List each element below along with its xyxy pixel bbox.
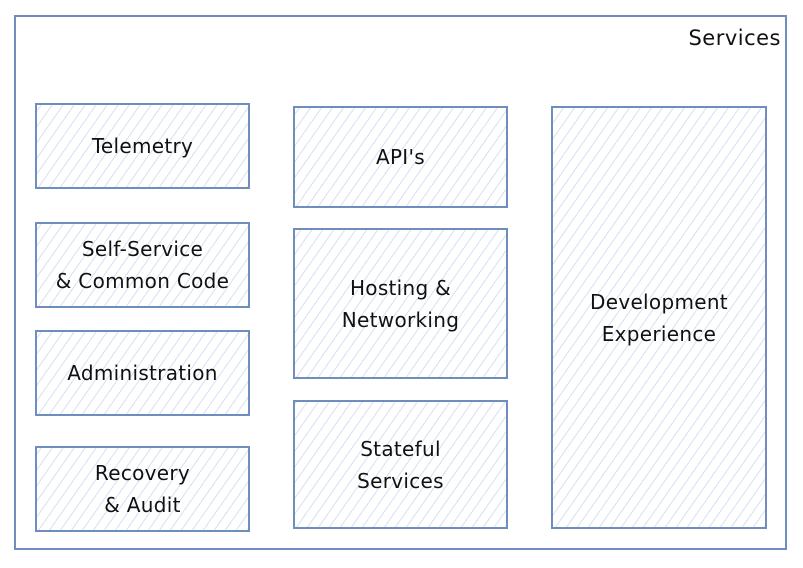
apis-box: API's bbox=[293, 106, 508, 208]
recovery-audit-label: Recovery & Audit bbox=[94, 461, 191, 517]
telemetry-box: Telemetry bbox=[35, 103, 250, 189]
administration-box: Administration bbox=[35, 330, 250, 416]
development-experience-label: Development Experience bbox=[590, 289, 728, 346]
stateful-services-box: Stateful Services bbox=[293, 400, 508, 529]
self-service-box: Self-Service & Common Code bbox=[35, 222, 250, 308]
apis-label: API's bbox=[375, 145, 426, 169]
stateful-services-label: Stateful Services bbox=[357, 436, 444, 493]
hosting-networking-label: Hosting & Networking bbox=[341, 275, 460, 332]
hosting-networking-box: Hosting & Networking bbox=[293, 228, 508, 379]
recovery-audit-box: Recovery & Audit bbox=[35, 446, 250, 532]
services-title: Services bbox=[688, 26, 781, 50]
telemetry-label: Telemetry bbox=[91, 134, 194, 158]
administration-label: Administration bbox=[67, 361, 218, 385]
development-experience-box: Development Experience bbox=[551, 106, 767, 529]
self-service-label: Self-Service & Common Code bbox=[55, 237, 230, 293]
